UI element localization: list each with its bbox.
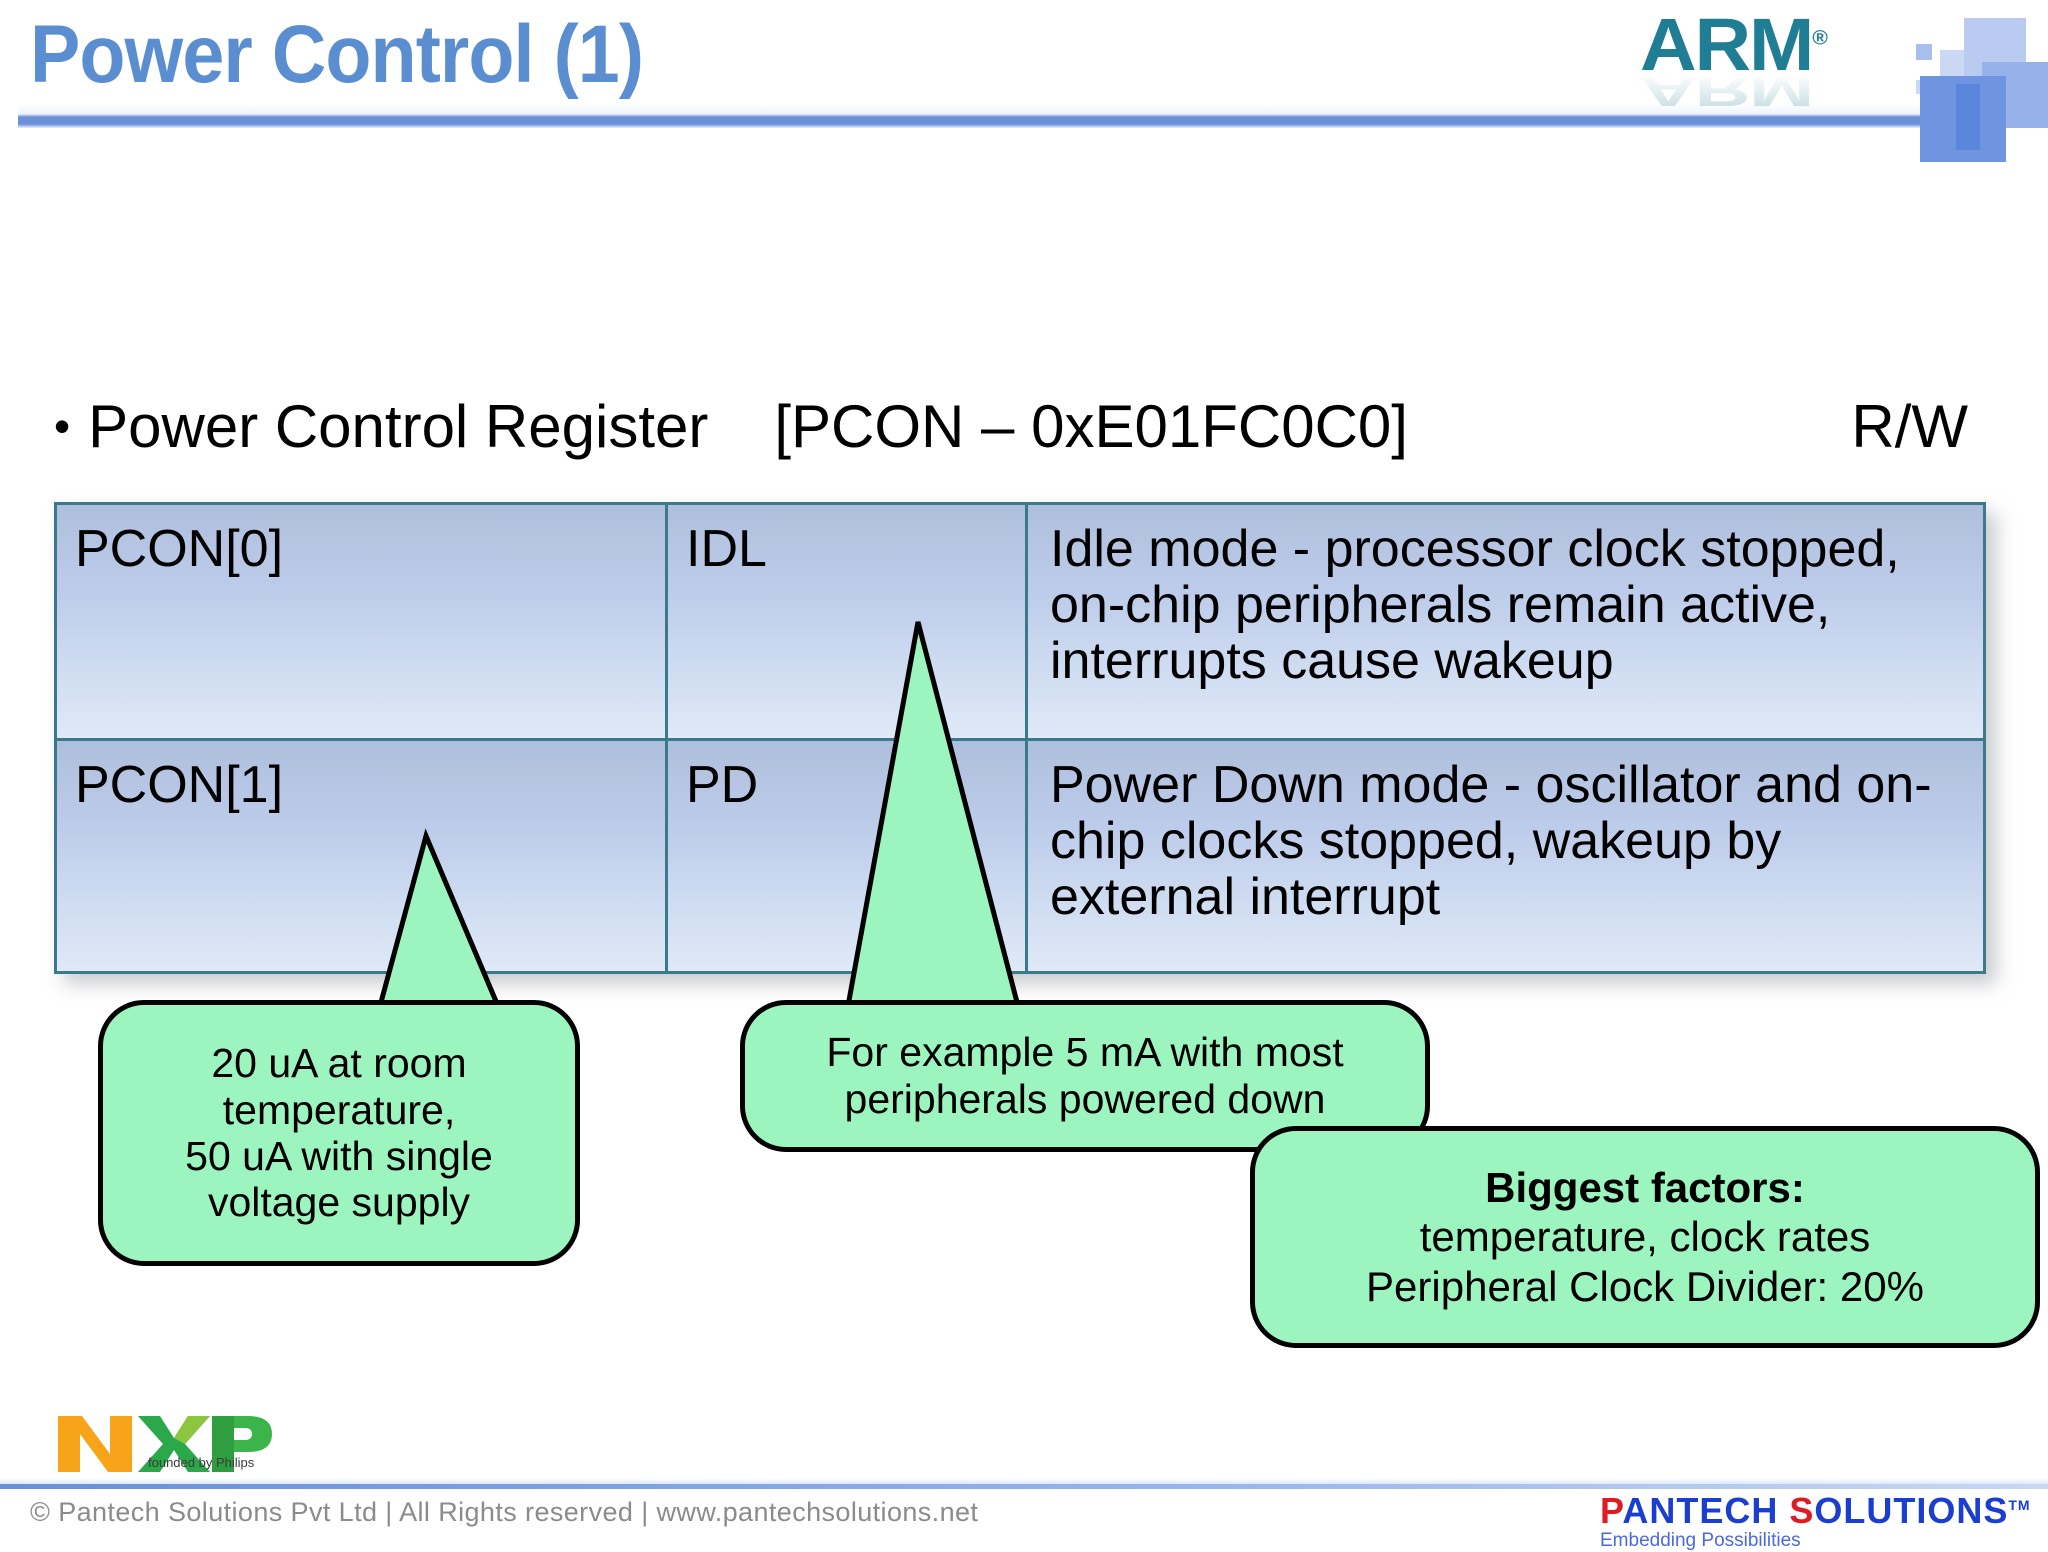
callout-box: Biggest factors: temperature, clock rate…	[1250, 1126, 2040, 1348]
pantech-wordmark: PANTECH SOLUTIONSTM	[1600, 1490, 2048, 1532]
table-cell-name: IDL	[668, 505, 1028, 738]
table-cell-bit: PCON[0]	[57, 505, 668, 738]
table-row: PCON[1] PD Power Down mode - oscillator …	[57, 738, 1983, 971]
bit-label: PCON[0]	[75, 520, 284, 578]
bit-name: IDL	[686, 520, 767, 578]
page-title: Power Control (1)	[30, 9, 644, 100]
bullet-line: • Power Control Register [PCON – 0xE01FC…	[54, 388, 2014, 464]
slide-header: Power Control (1)	[0, 0, 2048, 150]
table-cell-bit: PCON[1]	[57, 741, 668, 971]
nxp-tagline: founded by Philips	[148, 1455, 255, 1470]
decorative-square-icon	[1940, 50, 1966, 76]
pantech-tagline: Embedding Possibilities	[1600, 1530, 1801, 1551]
pantech-s: S	[1789, 1490, 1815, 1531]
pantech-olutions: OLUTIONS	[1814, 1490, 2009, 1531]
register-address: [PCON – 0xE01FC0C0]	[774, 392, 1408, 460]
arm-wordmark-text: ARM	[1640, 3, 1814, 86]
callout-line: 50 uA with single	[185, 1133, 493, 1179]
nxp-logo	[52, 1410, 282, 1478]
footer-rule-glow	[0, 1478, 2048, 1484]
table-row: PCON[0] IDL Idle mode - processor clock …	[57, 505, 1983, 738]
arm-trademark-icon: ®	[1812, 27, 1828, 50]
bit-description: Power Down mode - oscillator and on-chip…	[1050, 756, 1932, 927]
arm-wordmark: ARM®	[1640, 8, 1884, 82]
pantech-p: P	[1600, 1490, 1623, 1531]
bit-description: Idle mode - processor clock stopped, on-…	[1050, 520, 1900, 691]
pantech-trademark-icon: TM	[2008, 1497, 2031, 1513]
nxp-logo-icon	[58, 1416, 272, 1472]
title-underline-rule	[18, 114, 2012, 128]
decorative-square-icon	[1956, 84, 1980, 150]
footer-rule	[0, 1484, 2048, 1489]
callout-line: Peripheral Clock Divider: 20%	[1366, 1262, 1924, 1310]
footer-copyright: © Pantech Solutions Pvt Ltd | All Rights…	[30, 1497, 979, 1527]
decorative-square-icon	[1916, 44, 1932, 60]
callout-box: For example 5 mA with most peripherals p…	[740, 1000, 1430, 1152]
table-cell-name: PD	[668, 741, 1028, 971]
bullet-marker-icon: •	[54, 400, 71, 452]
callout-line: temperature,	[222, 1086, 456, 1133]
register-bits-table: PCON[0] IDL Idle mode - processor clock …	[54, 502, 1986, 974]
table-cell-description: Power Down mode - oscillator and on-chip…	[1028, 741, 1983, 971]
callout-line: For example 5 mA with most	[826, 1028, 1344, 1075]
pantech-antech: ANTECH	[1622, 1490, 1790, 1531]
callout-line-heading: Biggest factors:	[1485, 1163, 1805, 1211]
bullet-label: Power Control Register	[88, 392, 709, 460]
callout-line: peripherals powered down	[844, 1076, 1326, 1122]
pantech-solutions-logo: PANTECH SOLUTIONSTM Embedding Possibilit…	[1600, 1490, 2048, 1551]
title-rule-glow	[18, 104, 2012, 114]
arm-logo: ARM® ARM	[1640, 8, 1870, 148]
bit-label: PCON[1]	[75, 756, 284, 814]
table-cell-description: Idle mode - processor clock stopped, on-…	[1028, 505, 1983, 738]
callout-line: 20 uA at room	[211, 1040, 467, 1087]
callout-box: 20 uA at room temperature, 50 uA with si…	[98, 1000, 580, 1266]
register-access: R/W	[1851, 392, 1968, 460]
callout-line: temperature, clock rates	[1419, 1213, 1871, 1261]
bit-name: PD	[686, 756, 759, 814]
callout-line: voltage supply	[207, 1179, 471, 1226]
